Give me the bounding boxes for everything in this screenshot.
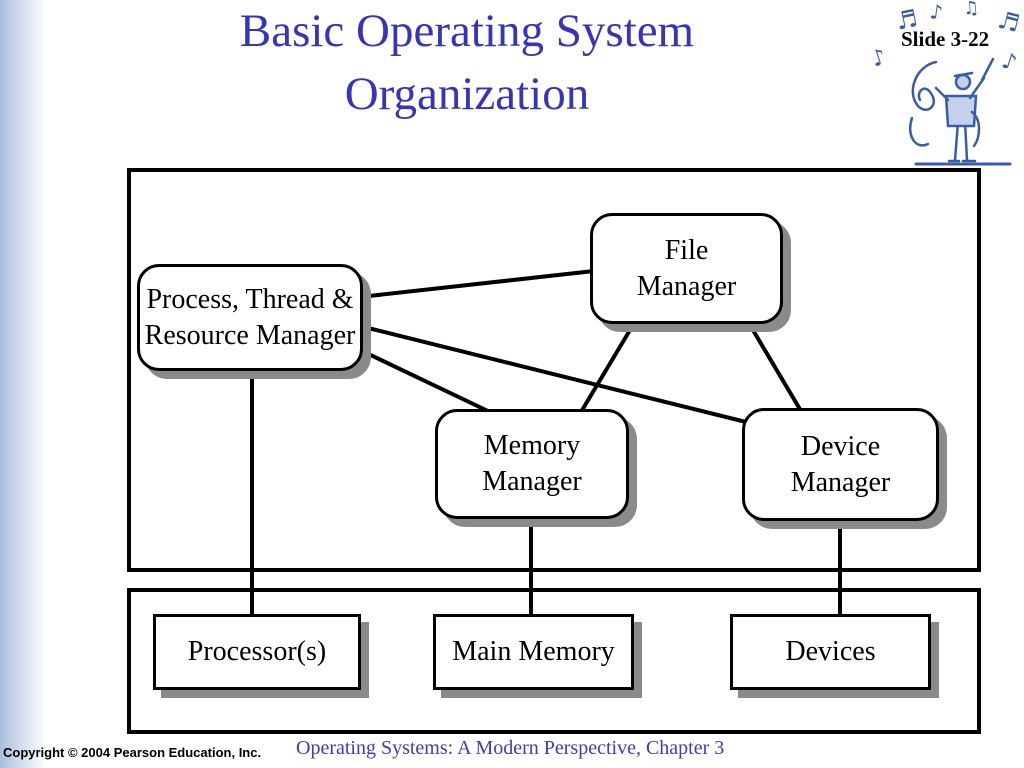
box-label-line2: Manager xyxy=(636,270,737,302)
box-label: Devices xyxy=(785,636,876,667)
box-label-line1: File xyxy=(664,234,709,266)
conductor-figure-icon xyxy=(909,57,1012,166)
left-accent-bar xyxy=(0,0,46,768)
music-note-icon: ♫ xyxy=(962,0,980,20)
link-ptrm-devicemanager xyxy=(358,324,748,424)
link-filemanager-devicemanager xyxy=(745,318,803,413)
memory-manager-box: Memory Manager xyxy=(435,409,629,519)
link-filemanager-memorymanager xyxy=(579,318,638,414)
file-manager-box: File Manager xyxy=(590,213,783,324)
link-ptrm-filemanager xyxy=(358,269,596,299)
slide-number-badge: Slide 3-22 xyxy=(901,27,990,51)
box-label-line2: Manager xyxy=(482,466,582,497)
processors-box: Processor(s) xyxy=(153,614,361,690)
box-label-line1: Process, Thread & xyxy=(146,283,354,315)
box-label-line1: Device xyxy=(800,430,881,462)
device-manager-box: Device Manager xyxy=(742,408,939,521)
os-kernel-boundary-box xyxy=(127,168,981,572)
conductor-clipart-icon: ♬ ♪ ♫ ♬ ♪ ♪ xyxy=(858,0,1024,178)
box-label-line2: Resource Manager xyxy=(144,319,356,351)
box-label-line1: Memory xyxy=(483,430,581,461)
book-reference-text: Operating Systems: A Modern Perspective,… xyxy=(296,737,725,759)
page-title-line2: Organization xyxy=(344,68,590,120)
main-memory-box: Main Memory xyxy=(433,614,634,690)
box-label-line2: Manager xyxy=(790,466,891,498)
hardware-boundary-box xyxy=(127,588,981,734)
copyright-text: Copyright © 2004 Pearson Education, Inc. xyxy=(3,745,262,760)
page-title: Basic Operating System Organization xyxy=(0,0,934,126)
page-title-line1: Basic Operating System xyxy=(239,5,695,57)
box-label: Main Memory xyxy=(452,636,615,667)
devices-box: Devices xyxy=(730,614,931,690)
link-ptrm-memorymanager xyxy=(358,348,492,414)
box-label: Processor(s) xyxy=(187,636,327,667)
process-thread-resource-manager-box: Process, Thread & Resource Manager xyxy=(137,264,363,371)
